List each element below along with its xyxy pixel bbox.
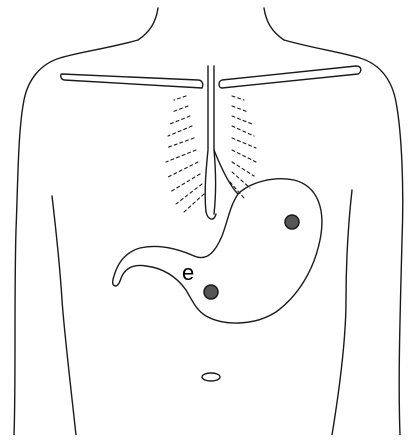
rib-lines-icon [166, 96, 256, 212]
stomach-icon [113, 179, 322, 323]
marker-label: e [182, 262, 194, 284]
marker-dot-lower [204, 285, 218, 299]
marker-dot-upper [285, 215, 299, 229]
navel-icon [202, 373, 220, 381]
stomach-markers [204, 215, 299, 299]
esophagus-icon [205, 66, 238, 219]
clavicle-icon [61, 66, 361, 88]
